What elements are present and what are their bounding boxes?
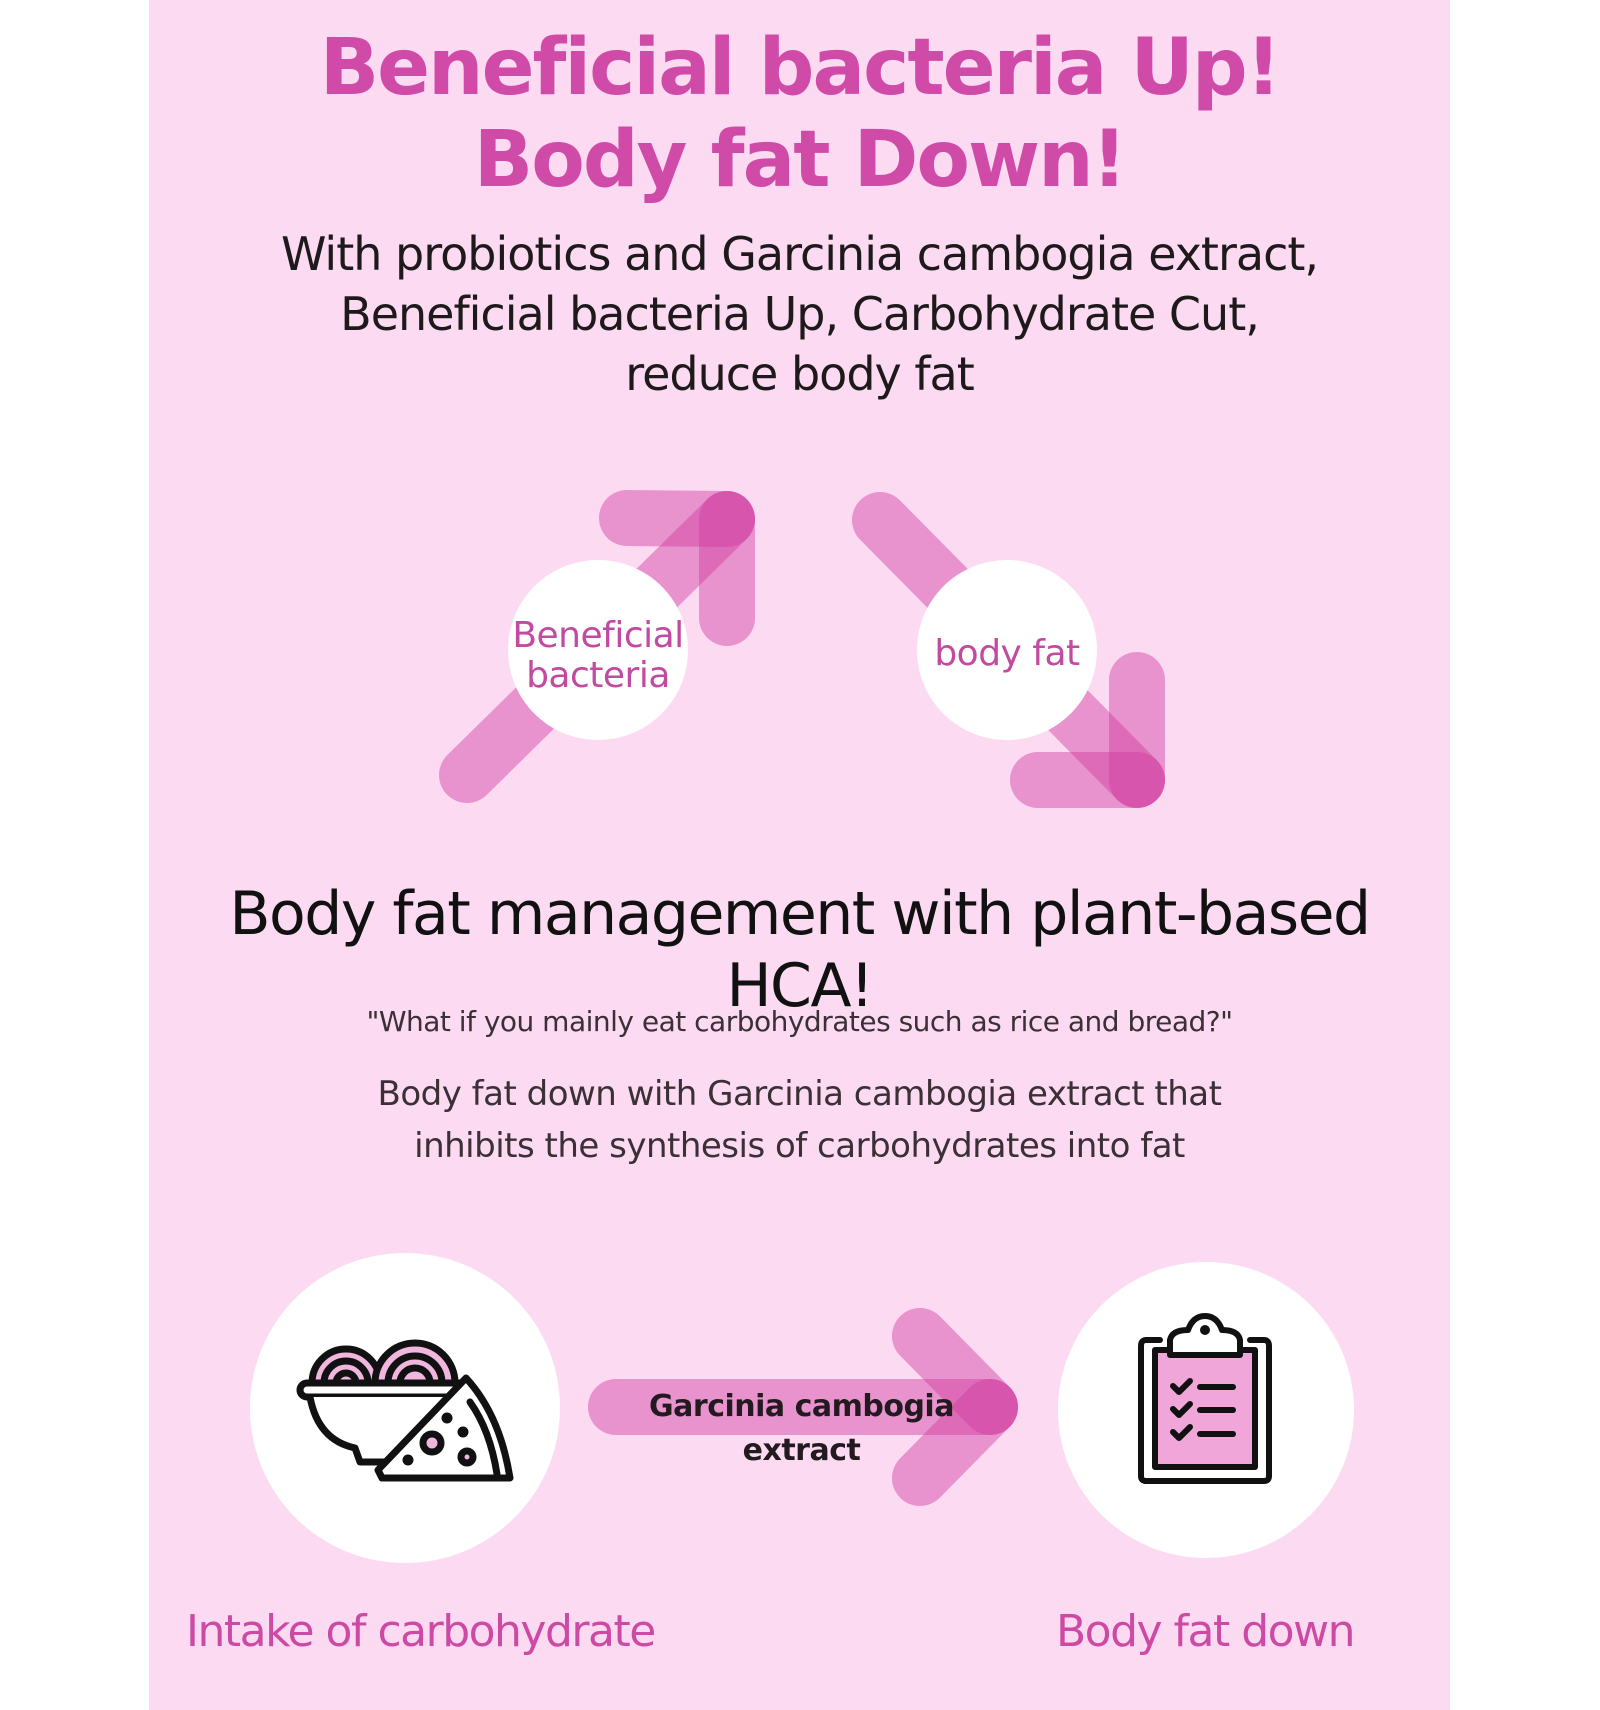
intake-of-carbohydrate-label: Intake of carbohydrate: [186, 1606, 656, 1657]
question-text: "What if you mainly eat carbohydrates su…: [366, 1005, 1233, 1038]
headline: Beneficial bacteria Up! Body fat Down!: [149, 22, 1450, 206]
garcinia-arrow-label: Garcinia cambogia extract: [649, 1389, 954, 1468]
beneficial-bacteria-label: Beneficial bacteria: [508, 616, 688, 696]
subtitle: With probiotics and Garcinia cambogia ex…: [149, 224, 1450, 404]
beneficial-bacteria-label-line-1: Beneficial: [512, 615, 684, 656]
body-fat-label: body fat: [934, 633, 1080, 674]
body-fat-badge: [917, 560, 1097, 740]
explanation-text: Body fat down with Garcinia cambogia ext…: [149, 1068, 1450, 1172]
headline-line-2: Body fat Down!: [473, 115, 1127, 205]
explanation-line-2: inhibits the synthesis of carbohydrates …: [414, 1126, 1185, 1166]
arrow-right-icon: [588, 1308, 1018, 1506]
beneficial-bacteria-badge: [508, 560, 688, 740]
headline-line-1: Beneficial bacteria Up!: [319, 23, 1282, 113]
body-fat-down-label: Body fat down: [1056, 1606, 1355, 1657]
explanation-line-1: Body fat down with Garcinia cambogia ext…: [377, 1074, 1222, 1114]
pasta-pizza-icon: [296, 1339, 514, 1482]
beneficial-bacteria-label-line-2: bacteria: [526, 655, 670, 696]
subtitle-line-2: Beneficial bacteria Up, Carbohydrate Cut…: [340, 287, 1260, 341]
subtitle-line-3: reduce body fat: [625, 347, 975, 401]
subtitle-line-1: With probiotics and Garcinia cambogia ex…: [280, 227, 1319, 281]
section-heading: Body fat management with plant-based HCA…: [229, 879, 1371, 1021]
clipboard-checklist-icon: [1138, 1313, 1272, 1484]
